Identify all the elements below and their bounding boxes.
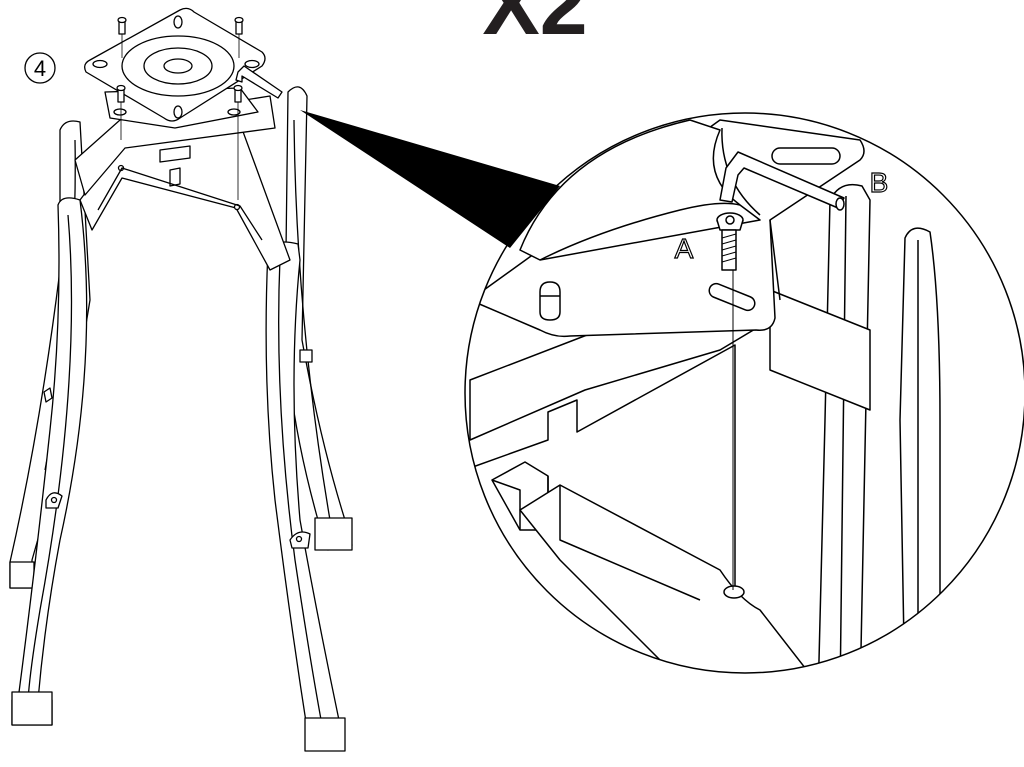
detail-back-leg [899, 227, 941, 673]
step-number-badge: 4 [24, 52, 56, 84]
label-a: A [675, 233, 694, 264]
back-left-foot [9, 561, 35, 589]
stool-base [9, 7, 353, 752]
detail-back-leg-2 [817, 183, 871, 673]
step-number: 4 [34, 56, 46, 81]
side-rung-left [43, 387, 53, 403]
detail-frame-rail [469, 319, 771, 441]
detail-front-leg [519, 484, 831, 673]
detail-slot-peg [539, 281, 561, 321]
detail-leg-hole [723, 585, 745, 599]
back-right-foot [314, 517, 353, 551]
label-b: B [870, 167, 889, 198]
side-rung-right [299, 349, 313, 363]
detail-screw-a [716, 212, 744, 271]
step-number-circle [24, 52, 56, 84]
quantity-label: X2 [482, 0, 587, 53]
detail-slot-top [771, 147, 841, 165]
front-left-foot [11, 691, 53, 726]
magnifier-pointer [300, 110, 560, 248]
hex-key-small [235, 65, 283, 99]
detail-view [469, 119, 941, 673]
detail-circle-border [464, 112, 1024, 674]
detail-slot-plate [708, 282, 756, 312]
front-right-foot [304, 717, 346, 752]
quantity-mark: X2 [482, 0, 587, 53]
front-right-leg [265, 241, 341, 736]
screws [116, 16, 244, 103]
detail-apron [769, 289, 871, 411]
front-left-leg [11, 197, 88, 726]
